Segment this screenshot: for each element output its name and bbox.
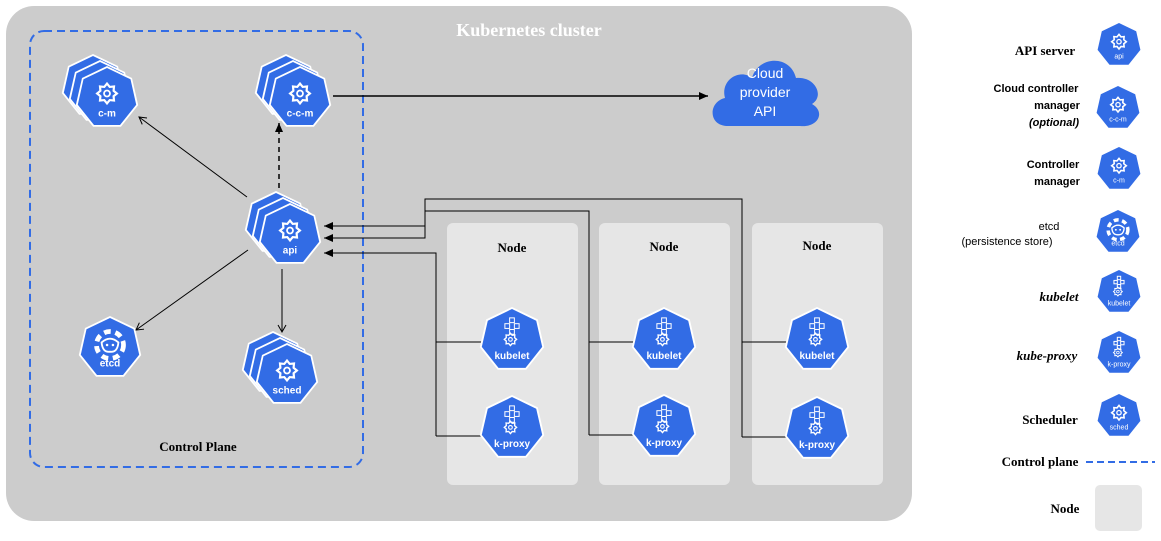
api-icon: api [258, 203, 322, 264]
control-plane-boundary [29, 30, 364, 468]
legend-ccm-line1: Cloud controller [994, 83, 1080, 95]
legend-node-swatch [1095, 485, 1142, 531]
cloud-icon [712, 60, 820, 127]
legend-cm-icon-label: c-m [1113, 178, 1125, 185]
cloud-label-line2: provider [740, 84, 791, 100]
cloud-provider-api: Cloud provider API [712, 60, 820, 127]
legend-kproxy-icon-label: k-proxy [1108, 362, 1131, 369]
etcd-icon-label: etcd [100, 359, 121, 370]
cm-icon-label: c-m [98, 109, 116, 120]
node1-kproxy-icon: k-proxy [479, 395, 545, 458]
node1-kubelet-icon-label: kubelet [494, 351, 530, 362]
legend-kubelet-icon-label: kubelet [1108, 301, 1131, 308]
cluster-title: Kubernetes cluster [456, 20, 601, 40]
node3-kubelet-icon: kubelet [784, 307, 850, 370]
cm-icon: c-m [75, 66, 139, 127]
node3-kubelet-link [324, 198, 788, 343]
legend-cm-icon: c-m [1095, 145, 1143, 191]
node1-kproxy-icon-label: k-proxy [494, 439, 531, 450]
legend-api-icon: api [1095, 21, 1143, 67]
legend-kubelet-label: kubelet [1040, 289, 1079, 304]
api-icon-label: api [283, 246, 298, 257]
arrow-api-to-etcd [135, 249, 249, 331]
node2-kubelet-icon: kubelet [631, 307, 697, 370]
node2-kproxy-icon-label: k-proxy [646, 438, 683, 449]
node2-kubelet-link [324, 210, 636, 343]
legend-cm-line1: Controller [1027, 159, 1080, 171]
sched-icon: sched [255, 343, 319, 404]
legend-sched-icon-label: sched [1110, 425, 1129, 432]
legend-api-icon-label: api [1114, 54, 1124, 61]
legend-ccm-icon: c-c-m [1094, 84, 1142, 130]
node1-kubelet-icon: kubelet [479, 307, 545, 370]
node-title-3: Node [803, 238, 832, 253]
node-title-2: Node [650, 239, 679, 254]
control-plane-label: Control Plane [159, 439, 237, 454]
node3-kubelet-icon-label: kubelet [799, 351, 835, 362]
node3-kproxy-icon-label: k-proxy [799, 440, 836, 451]
legend-etcd-line1: etcd [1039, 221, 1060, 233]
legend-sched-icon: sched [1095, 392, 1143, 438]
node3-kproxy-icon: k-proxy [784, 396, 850, 459]
legend-kubelet-icon: kubelet [1095, 268, 1143, 314]
legend-ccm-icon-label: c-c-m [1109, 117, 1127, 124]
legend-cm-line2: manager [1034, 176, 1081, 188]
ccm-icon-label: c-c-m [287, 109, 314, 120]
legend-kproxy-icon: k-proxy [1095, 329, 1143, 375]
legend-scheduler-label: Scheduler [1022, 412, 1078, 427]
node1-kubelet-link [324, 249, 484, 343]
node2-kproxy-icon: k-proxy [631, 394, 697, 457]
etcd-icon: etcd [78, 316, 142, 377]
legend-ccm-line2: manager [1034, 100, 1081, 112]
legend-etcd-line2: (persistence store) [961, 236, 1052, 248]
cloud-label-line3: API [754, 103, 777, 119]
arrow-api-to-cm [138, 116, 248, 198]
cloud-label-line1: Cloud [747, 65, 784, 81]
node2-kubelet-icon-label: kubelet [646, 351, 682, 362]
legend-ccm-line3: (optional) [1029, 117, 1079, 129]
component-icons: c-m c-c-m api etcd sched kubelet k-proxy kubele… [61, 21, 1143, 459]
legend-etcd-icon: etcd [1094, 208, 1142, 254]
ccm-icon: c-c-m [268, 66, 332, 127]
legend-node-label: Node [1051, 501, 1080, 516]
legend: API server Cloud controller manager (opt… [961, 43, 1155, 531]
legend-control-plane-label: Control plane [1002, 454, 1079, 469]
node-title-1: Node [498, 240, 527, 255]
sched-icon-label: sched [273, 386, 302, 397]
connector-lines [135, 92, 788, 438]
legend-kproxy-label: kube-proxy [1017, 348, 1078, 363]
legend-api-server-label: API server [1015, 43, 1076, 58]
legend-etcd-icon-label: etcd [1111, 241, 1124, 248]
